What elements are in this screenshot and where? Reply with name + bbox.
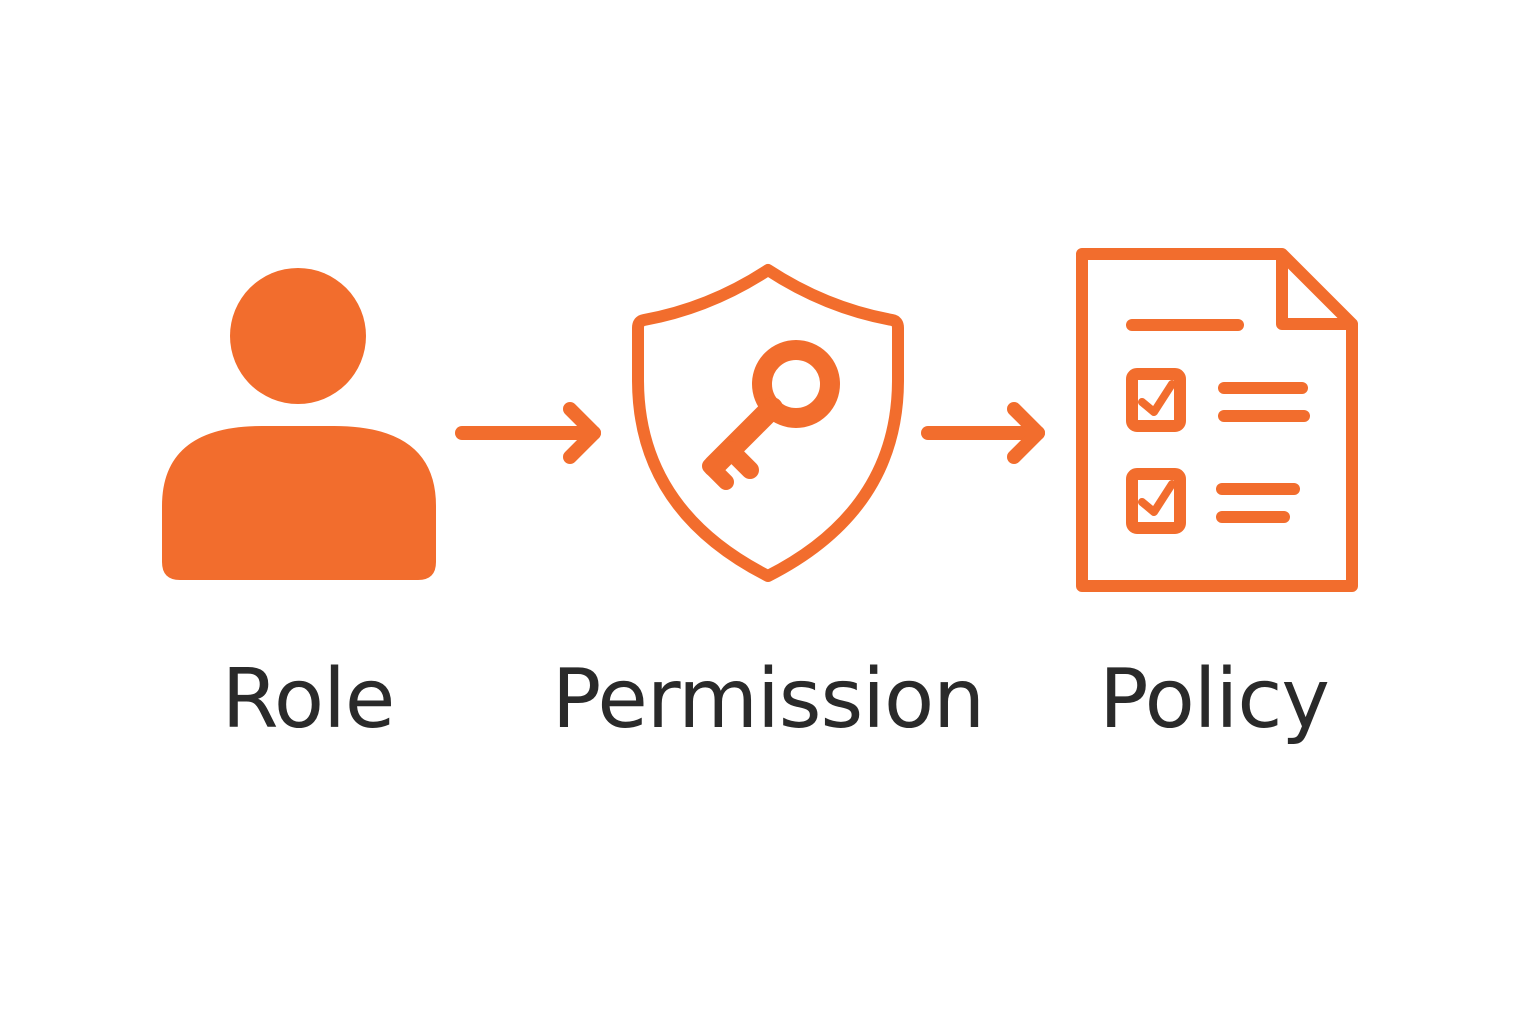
policy-label: Policy	[1099, 652, 1330, 747]
arrow-right-icon	[455, 402, 601, 464]
role-label: Role	[221, 652, 396, 747]
user-icon	[162, 268, 436, 580]
permission-label: Permission	[551, 652, 985, 747]
arrow-right-icon	[921, 402, 1045, 464]
checklist-document-icon	[1076, 248, 1358, 592]
shield-key-icon	[632, 264, 904, 582]
